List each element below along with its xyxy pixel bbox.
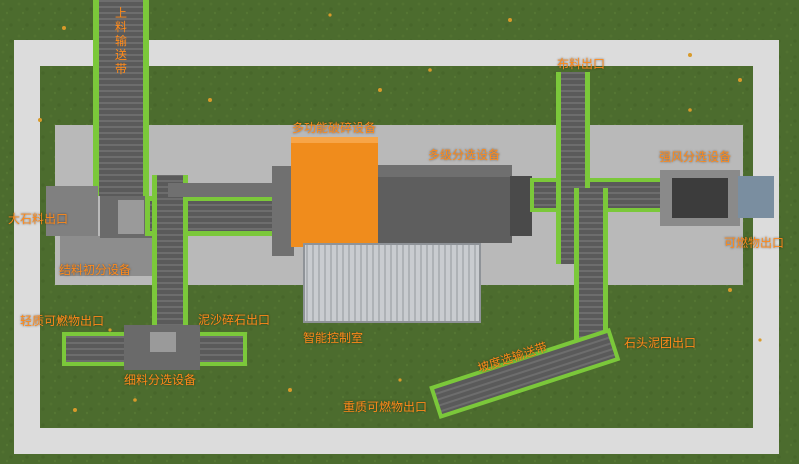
control-room-label: 智能控制室 <box>303 331 364 345</box>
fine-sorter-label: 细料分选设备 <box>124 373 197 387</box>
slope-conveyor <box>429 327 621 419</box>
combustible-outlet-label: 可燃物出口 <box>724 236 785 250</box>
big-stone-outlet-label: 大石料出口 <box>8 212 69 226</box>
pre-crusher-housing <box>168 183 293 197</box>
fine-sorter <box>62 325 247 370</box>
primary-sorter-base <box>60 236 152 276</box>
control-room <box>303 243 481 323</box>
wind-sorter <box>660 170 774 226</box>
feed-conveyor-label: 上料输送带 <box>114 6 127 76</box>
sand-conveyor <box>152 175 188 345</box>
sand-gravel-outlet-label: 泥沙碎石出口 <box>198 313 271 327</box>
feed-conveyor <box>93 0 149 196</box>
stone-mud-outlet-label: 石头泥团出口 <box>624 336 697 350</box>
multi-sorter <box>378 165 532 243</box>
wind-sorter-label: 强风分选设备 <box>659 150 732 164</box>
primary-sorter-label: 结料初分设备 <box>59 263 132 277</box>
heavy-combustible-outlet-label: 重质可燃物出口 <box>343 400 428 414</box>
distribution-outlet-label: 布料出口 <box>557 57 606 71</box>
crusher-side-block <box>272 166 294 256</box>
big-stone-outlet-box <box>46 186 98 236</box>
crusher-body <box>291 137 378 247</box>
light-combustible-outlet-label: 轻质可燃物出口 <box>20 314 105 328</box>
stone-mud-conveyor <box>574 188 608 356</box>
multi-sorter-label: 多级分选设备 <box>428 148 501 162</box>
crusher-label: 多功能破碎设备 <box>292 121 377 135</box>
